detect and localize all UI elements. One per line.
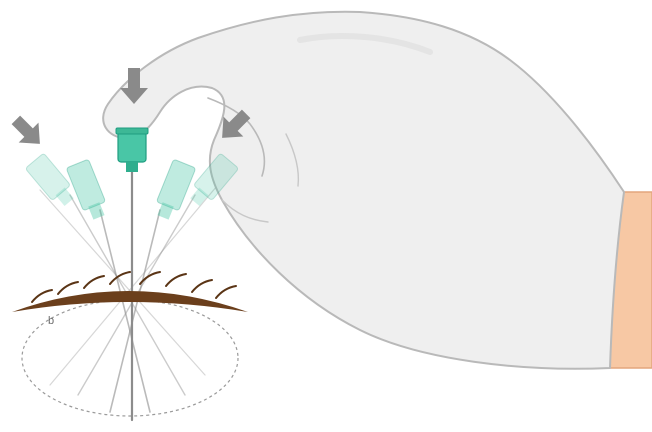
needle-shaft-far-left [40, 190, 205, 375]
needle-shaft-right-1 [110, 210, 160, 412]
down-right-arrow-icon [6, 110, 50, 154]
needle-shaft-left-1 [100, 210, 150, 412]
target-area-ellipse [22, 300, 238, 416]
skin-surface: b [12, 272, 248, 327]
needle-hub-far-left [25, 153, 78, 210]
needle-hub-right [152, 159, 196, 222]
needle-hub-left [66, 159, 110, 222]
annotation-letter: b [48, 315, 54, 327]
skin-line [12, 291, 248, 312]
needle-hub-center [116, 128, 148, 172]
